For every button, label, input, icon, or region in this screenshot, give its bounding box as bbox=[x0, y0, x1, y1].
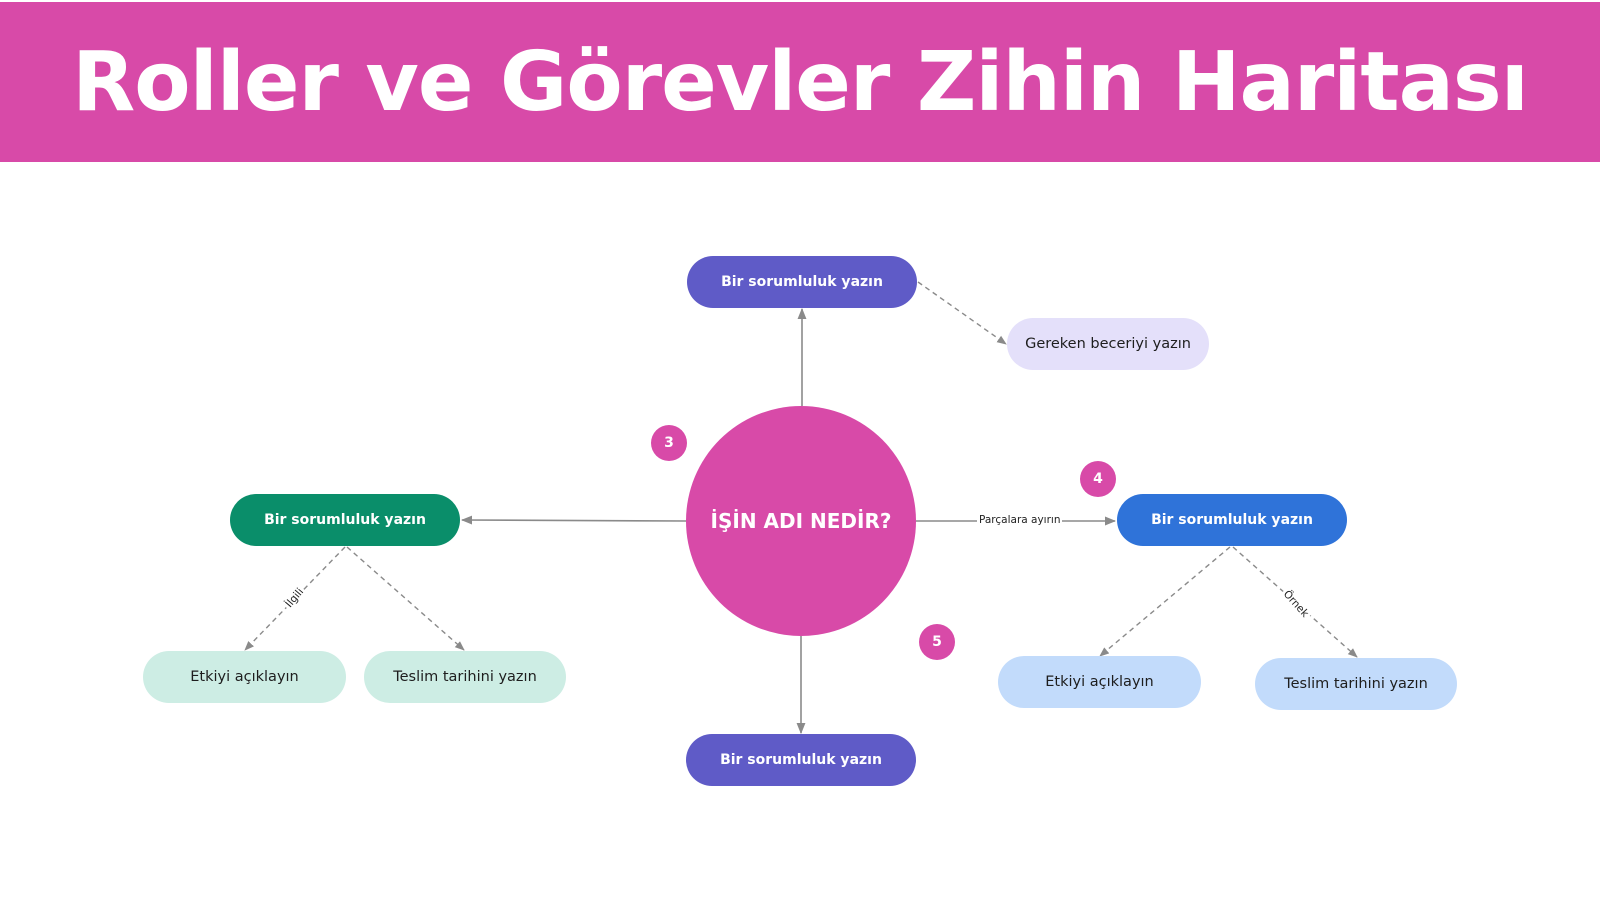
central-topic-label: İŞİN ADI NEDİR? bbox=[710, 509, 892, 533]
badge-number: 3 bbox=[664, 435, 674, 451]
badge-number: 5 bbox=[932, 634, 942, 650]
responsibility-label: Bir sorumluluk yazın bbox=[1151, 512, 1313, 528]
title-banner: Roller ve Görevler Zihin Haritası bbox=[0, 2, 1600, 162]
badge-number: 4 bbox=[1093, 471, 1103, 487]
deadline-node-right[interactable]: Teslim tarihini yazın bbox=[1255, 658, 1457, 710]
responsibility-node-bottom[interactable]: Bir sorumluluk yazın bbox=[686, 734, 916, 786]
effect-node-left[interactable]: Etkiyi açıklayın bbox=[143, 651, 346, 703]
skill-node[interactable]: Gereken beceriyi yazın bbox=[1007, 318, 1209, 370]
effect-label: Etkiyi açıklayın bbox=[1045, 674, 1154, 690]
edge-left-deadline bbox=[346, 546, 465, 651]
step-badge-3: 3 bbox=[651, 425, 687, 461]
responsibility-label: Bir sorumluluk yazın bbox=[720, 752, 882, 768]
edge-label-break-down: Parçalara ayırın bbox=[977, 514, 1063, 526]
edge-top-skill bbox=[917, 281, 1007, 345]
edge-left-effect bbox=[244, 546, 346, 651]
responsibility-node-top[interactable]: Bir sorumluluk yazın bbox=[687, 256, 917, 308]
step-badge-4: 4 bbox=[1080, 461, 1116, 497]
step-badge-5: 5 bbox=[919, 624, 955, 660]
edge-center-left bbox=[460, 515, 687, 525]
edge-right-effect bbox=[1099, 546, 1231, 657]
deadline-label: Teslim tarihini yazın bbox=[1284, 676, 1428, 692]
responsibility-node-left[interactable]: Bir sorumluluk yazın bbox=[230, 494, 460, 546]
responsibility-node-right[interactable]: Bir sorumluluk yazın bbox=[1117, 494, 1347, 546]
responsibility-label: Bir sorumluluk yazın bbox=[721, 274, 883, 290]
central-topic[interactable]: İŞİN ADI NEDİR? bbox=[686, 406, 916, 636]
skill-label: Gereken beceriyi yazın bbox=[1025, 336, 1191, 352]
deadline-node-left[interactable]: Teslim tarihini yazın bbox=[364, 651, 566, 703]
page-title: Roller ve Görevler Zihin Haritası bbox=[72, 34, 1529, 130]
effect-label: Etkiyi açıklayın bbox=[190, 669, 299, 685]
deadline-label: Teslim tarihini yazın bbox=[393, 669, 537, 685]
effect-node-right[interactable]: Etkiyi açıklayın bbox=[998, 656, 1201, 708]
responsibility-label: Bir sorumluluk yazın bbox=[264, 512, 426, 528]
